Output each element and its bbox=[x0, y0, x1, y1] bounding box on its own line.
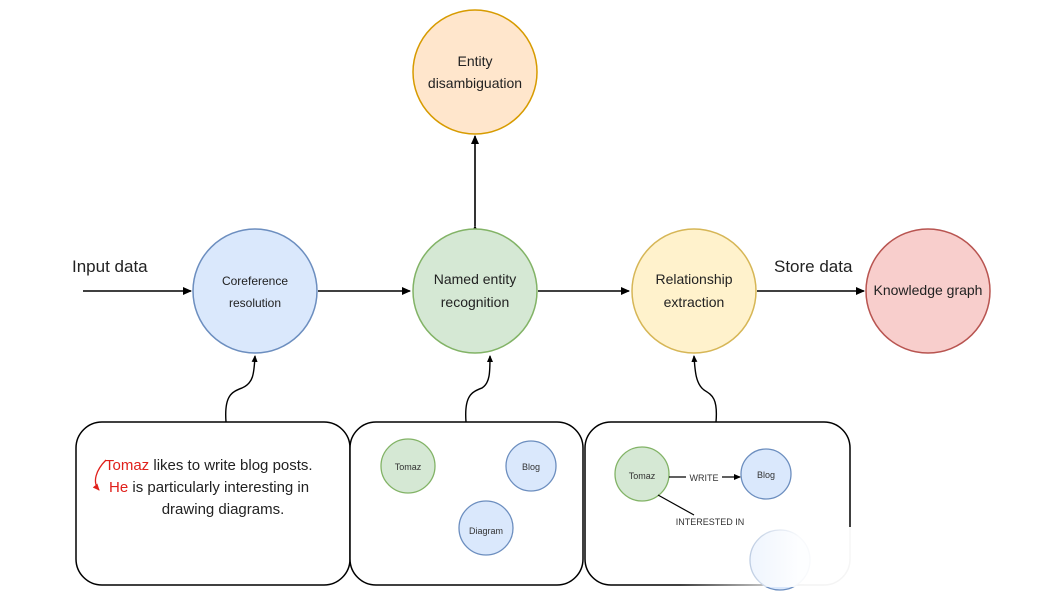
sentence-line1: Tomaz likes to write blog posts. bbox=[105, 457, 313, 474]
ner-line1: Named entity bbox=[434, 271, 516, 287]
sentence-line3: drawing diagrams. bbox=[162, 501, 285, 518]
ner-tomaz-label: Tomaz bbox=[395, 462, 422, 472]
store-data-label: Store data bbox=[774, 257, 853, 276]
coreference-resolution-node: Coreference resolution bbox=[192, 228, 318, 354]
relationship-line1: Relationship bbox=[655, 271, 732, 287]
ner-example-box: Tomaz Blog Diagram bbox=[349, 421, 584, 586]
text-example-box: Tomaz likes to write blog posts. He is p… bbox=[75, 421, 351, 586]
sentence-line1-rest: likes to write blog posts. bbox=[149, 457, 312, 474]
ner-tomaz-entity bbox=[380, 438, 436, 494]
relationship-example-box: Tomaz Blog WRITE INTERESTED IN bbox=[584, 421, 1020, 591]
interested-edge bbox=[657, 494, 695, 516]
relationship-extraction-node: Relationship extraction bbox=[631, 228, 757, 354]
rel-tomaz-label: Tomaz bbox=[629, 471, 656, 481]
interested-edge-label: INTERESTED IN bbox=[676, 517, 745, 527]
coreference-red-arrow bbox=[92, 459, 107, 491]
name-tomaz: Tomaz bbox=[105, 457, 149, 474]
entity-disambiguation-line2: disambiguation bbox=[428, 75, 522, 91]
ner-blog-label: Blog bbox=[522, 462, 540, 472]
coreference-line2: resolution bbox=[229, 296, 281, 310]
ner-diagram-entity bbox=[458, 500, 514, 556]
knowledge-graph-node: Knowledge graph bbox=[865, 228, 991, 354]
pronoun-he: He bbox=[109, 479, 128, 496]
entity-disambiguation-node: Entity disambiguation bbox=[412, 9, 538, 135]
rel-tomaz-entity bbox=[614, 446, 670, 502]
input-data-label: Input data bbox=[72, 257, 148, 276]
rel-blog-entity bbox=[740, 448, 792, 500]
ner-blog-entity bbox=[505, 440, 557, 492]
ner-line2: recognition bbox=[441, 294, 510, 310]
relationship-line2: extraction bbox=[664, 294, 725, 310]
rel-blog-label: Blog bbox=[757, 470, 775, 480]
write-edge-label: WRITE bbox=[690, 473, 719, 483]
rel-box-connector bbox=[691, 355, 718, 423]
coreference-line1: Coreference bbox=[222, 274, 288, 288]
ner-box-connector bbox=[465, 355, 493, 423]
entity-disambiguation-line1: Entity bbox=[457, 53, 492, 69]
fade-overlay bbox=[680, 527, 1020, 587]
text-box-connector bbox=[225, 355, 258, 423]
sentence-line2: He is particularly interesting in bbox=[109, 479, 309, 496]
ner-diagram-label: Diagram bbox=[469, 526, 503, 536]
knowledge-graph-label: Knowledge graph bbox=[874, 282, 983, 298]
named-entity-recognition-node: Named entity recognition bbox=[412, 228, 538, 354]
sentence-line2-rest: is particularly interesting in bbox=[128, 479, 309, 496]
